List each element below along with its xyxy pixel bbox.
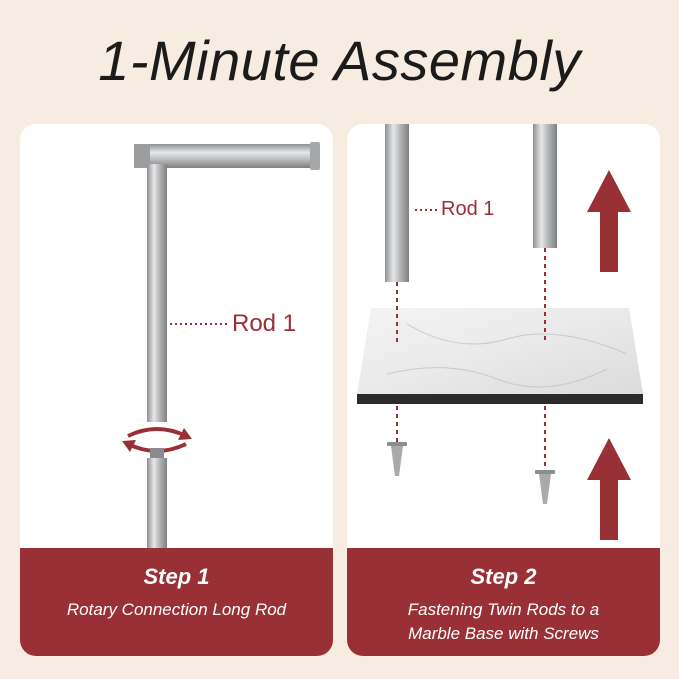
step-1-description: Rotary Connection Long Rod [66,600,287,619]
rod-1-label: Rod 1 [232,310,297,337]
rotate-icon [127,427,187,453]
rod-1-lower [147,458,167,548]
marble-base-top [357,308,643,394]
rotate-arrowhead-right [178,428,192,440]
step-2-heading: Step 2 [470,564,537,589]
arm-base-block [134,144,150,168]
twin-rod-right [533,124,557,248]
arrow-up-top-icon [587,170,631,272]
marble-veins [386,323,628,388]
arrow-up-bottom-icon [587,438,631,540]
step-2-description-line-1: Fastening Twin Rods to a [407,600,600,619]
marble-base-edge [357,394,643,404]
step-2-footer: Step 2 Fastening Twin Rods to a Marble B… [347,548,660,656]
step-2-card: Rod 1 Step 2 Fastening Twin Rods to a Ma… [347,124,660,656]
step-1-illustration [122,142,320,548]
page-title: 1-Minute Assembly [98,29,581,92]
rotate-arrowhead-left [122,440,136,452]
step-2-description-line-2: Marble Base with Screws [408,624,599,643]
step-2-illustration [357,124,643,540]
rod-1-upper [147,164,167,422]
step-1-heading: Step 1 [143,564,210,589]
step-1-footer: Step 1 Rotary Connection Long Rod [20,548,333,656]
twin-rod-label: Rod 1 [441,198,495,220]
screw-right-icon [535,470,555,504]
arm-end-cap [310,142,320,170]
twin-rod-left [385,124,409,282]
rod-1-thread [150,448,164,458]
step-2-description: Fastening Twin Rods to a Marble Base wit… [347,598,660,646]
screw-left-icon [387,442,407,476]
step-1-card: Rod 1 Step 1 Rotary Connection Long Rod [20,124,333,656]
